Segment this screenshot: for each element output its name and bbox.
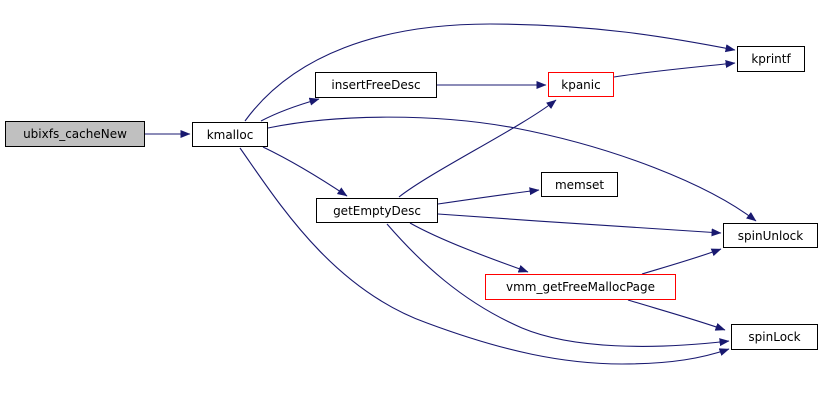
edge-getEmptyDesc-to-spinLock	[386, 223, 730, 347]
edge-vmm_getFreeMallocPage-to-spinLock	[627, 299, 726, 331]
edge-getEmptyDesc-to-spinUnlock	[437, 213, 722, 237]
edge-kpanic-to-kprintf	[613, 60, 736, 78]
edge-getEmptyDesc-to-memset	[437, 187, 540, 205]
node-spinUnlock[interactable]: spinUnlock	[723, 223, 818, 248]
edge-kmalloc-to-spinUnlock	[267, 116, 757, 222]
node-kpanic[interactable]: kpanic	[548, 72, 614, 97]
edge-getEmptyDesc-to-kpanic	[398, 99, 557, 198]
node-kmalloc[interactable]: kmalloc	[192, 122, 268, 147]
node-vmm_getFreeMallocPage[interactable]: vmm_getFreeMallocPage	[485, 274, 676, 300]
edge-getEmptyDesc-to-vmm_getFreeMallocPage	[409, 222, 529, 273]
node-kprintf[interactable]: kprintf	[737, 46, 805, 72]
node-spinLock[interactable]: spinLock	[731, 324, 818, 350]
edge-kmalloc-to-spinLock	[239, 147, 730, 365]
edge-vmm_getFreeMallocPage-to-spinUnlock	[641, 248, 722, 275]
edge-kmalloc-to-kprintf	[244, 23, 736, 122]
node-insertFreeDesc[interactable]: insertFreeDesc	[315, 72, 437, 98]
node-memset[interactable]: memset	[541, 172, 618, 197]
edges-group	[145, 23, 757, 365]
edge-kmalloc-to-insertFreeDesc	[260, 97, 320, 122]
edge-kmalloc-to-getEmptyDesc	[262, 146, 348, 197]
node-getEmptyDesc[interactable]: getEmptyDesc	[316, 198, 438, 223]
node-ubixfs_cacheNew: ubixfs_cacheNew	[5, 121, 145, 147]
